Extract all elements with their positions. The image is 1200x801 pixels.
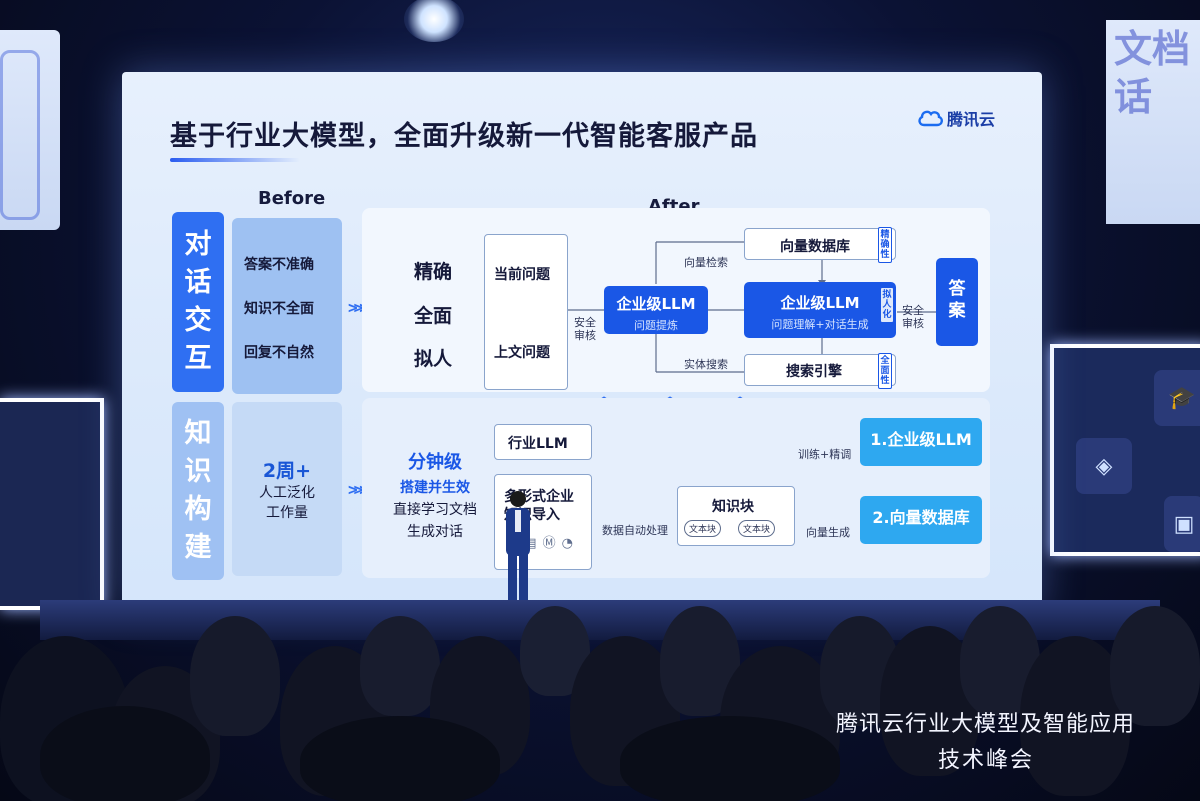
title-underline <box>170 158 300 162</box>
entity-search-label: 实体搜索 <box>684 358 728 371</box>
row-label-char: 话 <box>184 267 212 299</box>
event-caption-subtitle: 技术峰会 <box>938 748 1035 773</box>
row-label-char: 建 <box>184 531 212 563</box>
globe-icon: ◈ <box>1076 438 1132 494</box>
input-current-question: 当前问题 <box>494 267 550 283</box>
row-label-char: 知 <box>184 418 212 450</box>
speaker-figure <box>506 491 530 606</box>
quality-item: 精确 <box>414 261 453 283</box>
left-side-screen <box>0 30 60 230</box>
row-label-char: 互 <box>184 342 212 374</box>
weeks-desc: 人工泛化 <box>259 485 315 501</box>
ceiling-light <box>404 0 464 42</box>
square-icon: ▣ <box>1164 496 1200 552</box>
industry-llm-box <box>494 424 592 460</box>
vector-db-box <box>744 228 896 260</box>
input-context-question: 上文问题 <box>494 345 550 361</box>
auto-process-label: 数据自动处理 <box>602 524 668 537</box>
train-finetune-label: 训练+精调 <box>798 448 852 461</box>
minutes-subtitle: 搭建并生效 <box>400 480 470 496</box>
weeks-desc: 工作量 <box>266 505 308 521</box>
search-engine-label: 搜索引擎 <box>786 364 842 380</box>
enterprise-llm-title: 企业级LLM <box>780 294 860 312</box>
minutes-title: 分钟级 <box>408 452 462 473</box>
result-enterprise-llm: 1.企业级LLM <box>860 418 982 466</box>
industry-llm-label: 行业LLM <box>508 436 568 452</box>
before-item: 回复不自然 <box>244 345 314 361</box>
enterprise-llm-generate: 企业级LLM 问题理解+对话生成 <box>744 282 896 338</box>
minutes-line: 生成对话 <box>407 524 463 540</box>
cloud-icon <box>918 110 943 127</box>
comprehensiveness-tag: 全面性 <box>878 353 892 389</box>
before-dialog-box: 答案不准确 知识不全面 回复不自然 <box>232 218 342 394</box>
input-questions-box <box>484 234 568 390</box>
row-label-dialog: 对 话 交 互 <box>172 212 224 392</box>
before-knowledge-box: 2周+ 人工泛化 工作量 <box>232 402 342 576</box>
text-block-pill: 文本块 <box>684 520 722 537</box>
enterprise-llm-sub: 问题理解+对话生成 <box>771 318 869 331</box>
projection-screen: 基于行业大模型，全面升级新一代智能客服产品 腾讯云 Before After 对… <box>122 72 1042 612</box>
vector-search-label: 向量检索 <box>684 256 728 269</box>
before-item: 知识不全面 <box>244 301 314 317</box>
row-label-char: 对 <box>184 229 212 261</box>
before-item: 答案不准确 <box>244 257 314 273</box>
row-label-knowledge: 知 识 构 建 <box>172 402 224 580</box>
right-led-frame: 🎓 ◈ ▣ <box>1050 344 1200 556</box>
weeks-value: 2周+ <box>262 460 312 482</box>
vector-gen-label: 向量生成 <box>806 526 850 539</box>
search-engine-box <box>744 354 896 386</box>
humanlike-tag: 拟人化 <box>880 287 894 323</box>
knowledge-block-box <box>677 486 795 546</box>
knowledge-block-label: 知识块 <box>712 499 754 515</box>
quality-item: 全面 <box>414 305 453 327</box>
result-vector-db: 2.向量数据库 <box>860 496 982 544</box>
slide-title: 基于行业大模型，全面升级新一代智能客服产品 <box>170 121 758 152</box>
answer-box: 答案 <box>936 258 978 346</box>
text-block-pill: 文本块 <box>738 520 776 537</box>
row-label-char: 交 <box>184 305 212 336</box>
accuracy-tag: 精确性 <box>878 227 892 263</box>
answer-label: 答案 <box>948 279 966 321</box>
logo-text: 腾讯云 <box>947 110 996 129</box>
quality-item: 拟人 <box>414 348 453 370</box>
minutes-line: 直接学习文档 <box>393 502 477 518</box>
enterprise-llm-refine: 企业级LLM 问题提炼 <box>604 286 708 334</box>
tencent-cloud-logo: 腾讯云 <box>917 106 995 130</box>
right-side-screen: 文档 话 <box>1106 20 1200 224</box>
enterprise-llm-title: 企业级LLM <box>616 295 696 313</box>
left-led-frame <box>0 398 104 610</box>
vector-db-label: 向量数据库 <box>780 239 850 255</box>
headset-icon <box>0 50 40 220</box>
event-caption-title: 腾讯云行业大模型及智能应用 <box>836 712 1136 737</box>
row-label-char: 构 <box>184 494 212 525</box>
graduation-cap-icon: 🎓 <box>1154 370 1200 426</box>
row-label-char: 识 <box>184 456 212 488</box>
audience <box>0 596 1200 801</box>
right-side-screen-text: 文档 话 <box>1114 27 1191 119</box>
safety-review-2: 安全审核 <box>902 304 924 330</box>
safety-review-1: 安全审核 <box>574 316 596 342</box>
minutes-block: 分钟级 搭建并生效 直接学习文档 生成对话 <box>380 448 490 541</box>
before-header: Before <box>258 188 326 209</box>
enterprise-llm-sub: 问题提炼 <box>634 319 678 332</box>
